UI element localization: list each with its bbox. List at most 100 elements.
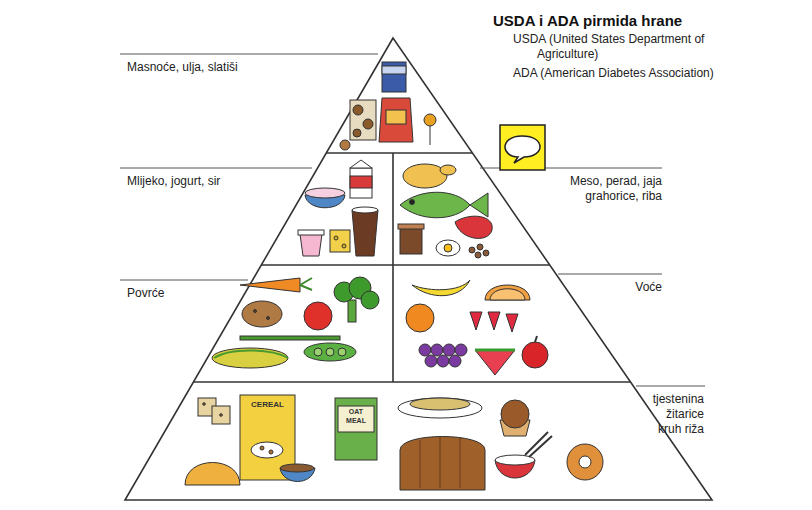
grain-icons-part: [220, 414, 223, 417]
source-note: ADA (American Diabetes Association): [513, 66, 714, 81]
fruit-icons-part: [406, 304, 434, 332]
fruit-icons: [406, 280, 548, 375]
fruit-icons-part: [485, 285, 530, 300]
fruit-icons-part-part: [443, 344, 455, 356]
protein-icons-part: [475, 252, 481, 258]
grain-icons-part: [420, 436, 460, 488]
protein-icons-part: [455, 216, 492, 238]
sweets-icons-part: [353, 129, 361, 137]
protein-icons-part: [410, 200, 415, 205]
dairy-icons-part: [330, 230, 350, 252]
grain-icons-part: [410, 398, 470, 410]
grain-icons: [185, 395, 603, 490]
fruit-icons-part: [535, 336, 537, 342]
vegetable-icons-part: [338, 348, 346, 356]
protein-icons-part: [440, 165, 456, 175]
grain-icons-part: [269, 450, 273, 454]
fruit-icons-part: [522, 342, 548, 368]
grain-icons-part: [338, 406, 374, 432]
fruit-icons-part: [488, 312, 500, 330]
package-text: OAT MEAL: [338, 408, 374, 426]
leader-line-part: [120, 280, 248, 281]
vegetable-icons-part: [348, 300, 356, 322]
grain-icons-part: [251, 442, 283, 458]
sweets-icons-part: [430, 126, 431, 145]
vegetable-icons-part: [304, 302, 332, 330]
grain-icons-part: [185, 463, 240, 486]
vegetable-icons-part: [361, 291, 379, 309]
vegetable-icons: [212, 277, 379, 368]
pyramid-outline-part: [392, 153, 394, 382]
protein-icons-part: [483, 250, 489, 256]
leader-line-part: [120, 168, 312, 169]
sweets-icons-part: [382, 66, 406, 74]
vegetable-icons-part: [326, 348, 334, 356]
group-label: tjestenina žitarice kruh riža: [653, 392, 704, 437]
sweets-icons-part: [386, 110, 406, 124]
vegetable-icons-part: [240, 278, 300, 292]
pyramid-outline-part: [261, 264, 550, 266]
vegetable-icons-part: [212, 348, 288, 368]
pyramid-outline-part: [326, 152, 472, 154]
leader-line-part: [558, 274, 662, 275]
protein-icons-part: [436, 240, 460, 256]
grain-icons-part: [203, 403, 206, 406]
protein-icons-part: [400, 192, 470, 218]
fruit-icons-part: [506, 314, 518, 332]
sweets-icons-part: [382, 62, 406, 92]
comment-icon-part: [505, 136, 540, 163]
leader-line-part: [120, 54, 378, 55]
pyramid-outline-part: [193, 381, 630, 383]
vegetable-icons-part: [267, 317, 270, 320]
fruit-icons-part-part: [455, 344, 467, 356]
fruit-icons-part-part: [431, 344, 443, 356]
sweets-icons-part: [353, 105, 363, 115]
protein-icons-part: [398, 224, 424, 229]
dairy-icons-part: [305, 188, 345, 198]
fruit-icons-part: [475, 350, 515, 375]
sweets-icons: [340, 62, 436, 150]
dairy-icons-part: [342, 244, 346, 248]
dairy-icons-part: [350, 160, 372, 168]
grain-icons-part: [212, 406, 230, 424]
grain-icons-part: [567, 444, 603, 480]
sweets-icons-part: [350, 100, 376, 140]
fruit-icons-part: [490, 289, 525, 300]
pyramid-outline: [125, 38, 712, 500]
grain-icons-part: [501, 400, 529, 428]
fruit-icons-part: [412, 280, 470, 296]
sweets-icons-part: [424, 114, 436, 126]
grain-icons-part: [400, 437, 485, 491]
group-label: Meso, perad, jaja grahorice, riba: [532, 174, 662, 204]
protein-icons-part: [400, 228, 422, 254]
grain-icons-part: [280, 464, 314, 472]
group-label: Masnoće, ulja, slatiši: [127, 60, 238, 75]
dairy-icons-part: [352, 210, 378, 256]
fruit-icons-part: [470, 312, 482, 330]
protein-icons-part: [444, 244, 452, 252]
dairy-icons-part: [298, 230, 324, 235]
vegetable-icons-part: [304, 343, 356, 361]
group-label: Voće: [635, 280, 662, 295]
leader-line: [120, 54, 705, 386]
fruit-icons-part-part: [449, 355, 461, 367]
sweets-icons-part: [340, 140, 350, 150]
package-text: CEREAL: [240, 400, 295, 410]
grain-icons-part: [260, 446, 264, 450]
vegetable-icons-part: [240, 336, 340, 340]
grain-icons-part: [579, 456, 591, 468]
dairy-icons-part: [352, 207, 378, 213]
vegetable-icons-part: [300, 278, 312, 290]
vegetable-icons-part: [254, 310, 257, 313]
grain-icons-part: [398, 398, 482, 418]
fruit-icons-part: [419, 344, 467, 367]
leader-line-part: [636, 386, 705, 387]
dairy-icons-part: [334, 236, 338, 240]
dairy-icons-part: [350, 176, 372, 188]
vegetable-icons-part: [214, 351, 288, 359]
dairy-icons-part: [300, 234, 322, 256]
grain-icons-part: [335, 398, 377, 460]
pyramid-outline-part: [125, 38, 712, 500]
sweets-icons-part: [363, 119, 373, 129]
group-label: Povrće: [127, 286, 164, 301]
